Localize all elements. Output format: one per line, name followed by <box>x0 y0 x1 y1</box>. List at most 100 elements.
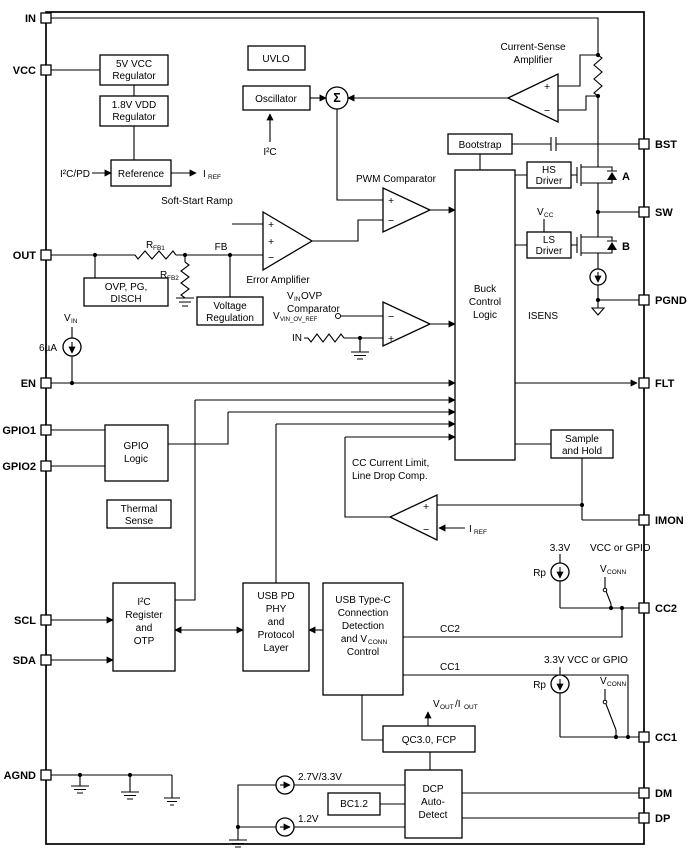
label-cc-limit-2: Line Drop Comp. <box>352 471 428 482</box>
ground-symbols <box>71 297 369 848</box>
label-3v3-vcc-or-gpio: 3.3V VCC or GPIO <box>544 655 628 666</box>
vconn-switch-contact-cc1 <box>602 699 608 705</box>
pin-label-gpio1: GPIO1 <box>2 425 36 437</box>
pin-dp <box>638 812 650 824</box>
vin-ovp-comparator-symbol <box>382 300 432 348</box>
body-diode-b <box>607 242 617 250</box>
label-typec-1: USB Type-C <box>335 595 390 606</box>
analog-components <box>62 72 617 837</box>
pin-label-pgnd: PGND <box>655 295 687 307</box>
rfb2-resistor <box>180 261 190 299</box>
label-i2c-3: and <box>136 623 153 634</box>
label-hs-2: Driver <box>536 176 563 187</box>
label-iref-sub: REF <box>208 174 221 181</box>
label-bc12: BC1.2 <box>340 799 368 810</box>
label-i2c-1: I²C <box>137 597 150 608</box>
label-reference: Reference <box>118 169 165 180</box>
block-gpio-logic <box>104 424 169 482</box>
junction-dots <box>69 52 631 830</box>
label-in-comp: IN <box>292 333 302 344</box>
pin-cc2 <box>638 602 650 614</box>
pin-label-agnd: AGND <box>4 770 36 782</box>
pwm-plus: + <box>388 195 394 207</box>
pin-gpio1 <box>40 424 52 436</box>
label-vvinov-sub: VIN_OV_REF <box>280 317 318 323</box>
label-ovp-1: OVP, PG, <box>105 282 148 293</box>
label-dcp-1: DCP <box>422 784 443 795</box>
label-phy-1: USB PD <box>257 591 294 602</box>
label-vin-ovp-v: V <box>287 291 294 302</box>
label-i2c-2: Register <box>125 610 163 621</box>
label-phy-4: Protocol <box>258 630 295 641</box>
block-oscillator <box>242 85 311 111</box>
pin-label-cc2: CC2 <box>655 603 677 615</box>
label-vreg-2: Regulation <box>206 313 254 324</box>
pin-sw <box>638 206 650 218</box>
label-typec-5: Control <box>347 647 379 658</box>
label-hs-1: HS <box>542 165 556 176</box>
label-6ua: 6µA <box>39 343 57 354</box>
label-rp-cc2: Rp <box>533 568 546 579</box>
pin-imon <box>638 514 650 526</box>
label-vvinov-main: V <box>273 311 280 322</box>
pin-label-in: IN <box>25 13 36 25</box>
label-rfb1-main: R <box>146 240 153 251</box>
pin-agnd <box>40 769 52 781</box>
label-vconn-cc1-main: V <box>600 676 607 687</box>
pin-label-out: OUT <box>13 250 37 262</box>
label-5v-vcc-1: 5V VCC <box>116 59 152 70</box>
label-2v7-3v3: 2.7V/3.3V <box>298 772 342 783</box>
pin-gpio2 <box>40 460 52 472</box>
body-diode-a <box>607 172 617 180</box>
label-cc2-wire: CC2 <box>440 624 460 635</box>
pin-label-flt: FLT <box>655 378 675 390</box>
vconn-switch-contact-cc2 <box>602 587 608 593</box>
block-labels: 5V VCC Regulator 1.8V VDD Regulator UVLO… <box>105 54 602 821</box>
pgnd-ground-symbol <box>590 307 606 316</box>
pin-vcc <box>40 64 52 76</box>
label-iref2-sub: REF <box>474 529 487 536</box>
label-vreg-1: Voltage <box>213 301 247 312</box>
label-vin-main: V <box>64 313 71 324</box>
label-phy-2: PHY <box>266 604 287 615</box>
label-vcc-main: V <box>537 207 544 218</box>
label-ls-2: Driver <box>536 246 563 257</box>
block-dcp-auto-detect <box>404 769 463 839</box>
label-rfb2-main: R <box>160 270 167 281</box>
label-oscillator: Oscillator <box>255 94 297 105</box>
label-typec-3: Detection <box>342 621 384 632</box>
block-ovp-pg-disch <box>83 277 169 307</box>
label-vcc-sub: CC <box>544 212 554 219</box>
pin-label-scl: SCL <box>14 615 36 627</box>
label-bcl-2: Control <box>469 297 501 308</box>
label-i2c-4: OTP <box>134 636 155 647</box>
pin-label-dp: DP <box>655 813 670 825</box>
pins <box>40 12 650 824</box>
rfb1-resistor <box>134 250 177 260</box>
pin-cc1 <box>638 731 650 743</box>
label-fb: FB <box>215 242 228 253</box>
vvin-ov-ref-node <box>335 313 341 319</box>
label-cc1-wire: CC1 <box>440 662 460 673</box>
label-typec-4b: CONN <box>368 639 387 646</box>
label-1v2: 1.2V <box>298 814 319 825</box>
amp-labels: Current-Sense Amplifier PWM Comparator E… <box>246 42 566 536</box>
label-error-amplifier: Error Amplifier <box>246 275 310 286</box>
pin-label-cc1: CC1 <box>655 732 677 744</box>
label-thermal-1: Thermal <box>121 504 158 515</box>
label-sh-1: Sample <box>565 434 599 445</box>
block-usb-typec <box>322 582 404 696</box>
label-rfb2-sub: FB2 <box>167 275 179 282</box>
arrow-wires <box>51 94 638 726</box>
err-plus1: + <box>268 219 274 231</box>
current-sense-amp-symbol <box>506 72 559 124</box>
cc-plus: + <box>423 501 429 513</box>
block-qc30-fcp <box>382 725 476 753</box>
label-uvlo: UVLO <box>262 54 289 65</box>
error-amplifier-symbol <box>262 210 314 272</box>
block-uvlo <box>247 45 306 71</box>
sigma-symbol: Σ <box>333 91 341 105</box>
label-cc-limit-1: CC Current Limit, <box>352 458 429 469</box>
